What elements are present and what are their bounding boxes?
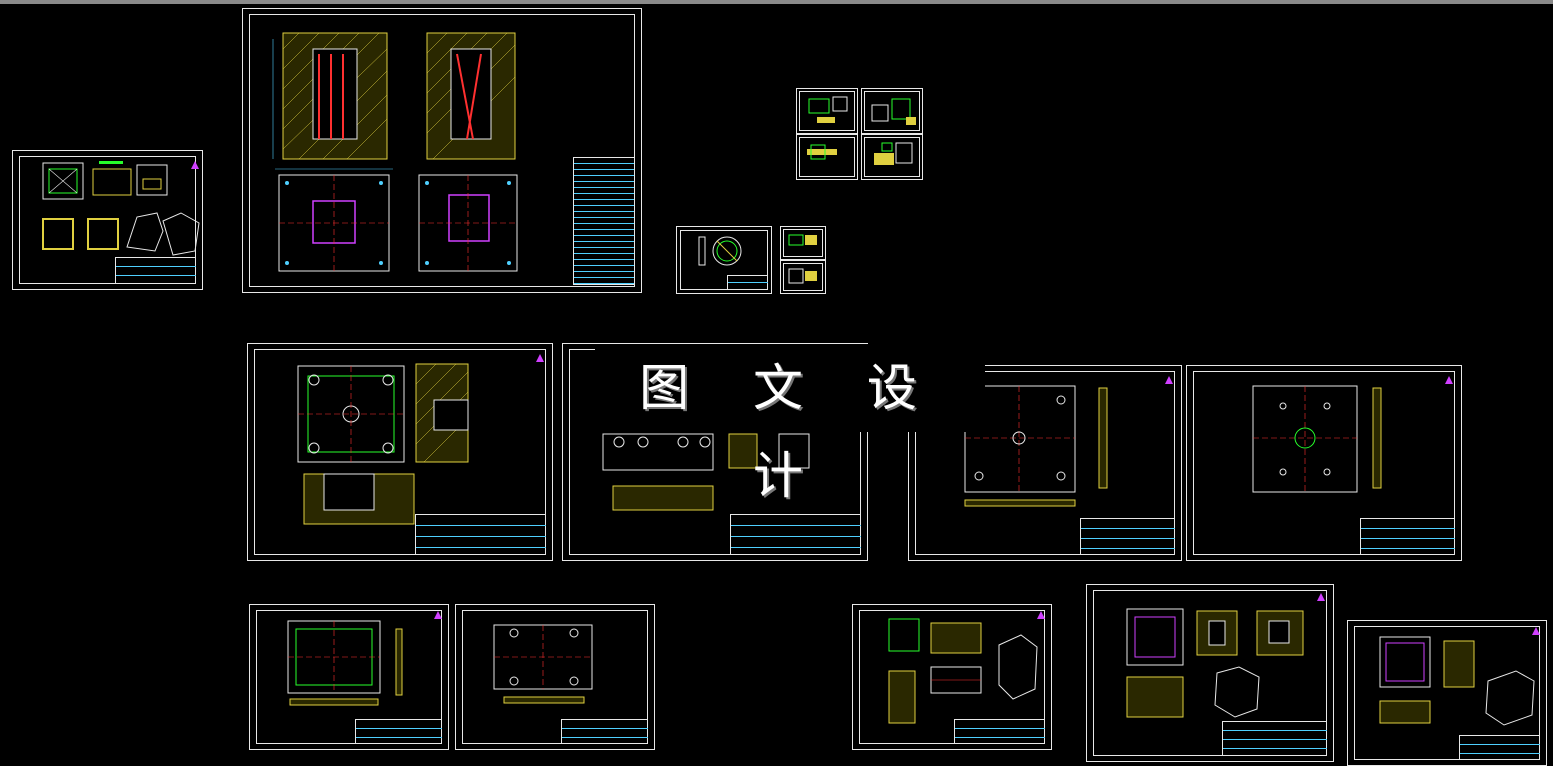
sheet-insert-drawing[interactable] [852, 604, 1052, 750]
title-block [1360, 518, 1455, 555]
logo-icon [1165, 376, 1174, 385]
sheet-product-drawing[interactable] [12, 150, 203, 290]
logo-icon [191, 161, 200, 170]
title-block [954, 719, 1045, 744]
logo-icon [1317, 593, 1326, 602]
sheet-ring-part-drawing[interactable] [676, 226, 772, 294]
cad-model-space[interactable]: 图 文 设 计 [0, 4, 1553, 766]
sheet-small-5[interactable] [780, 226, 826, 260]
product-views [42, 161, 200, 256]
logo-icon [1445, 376, 1454, 385]
title-block [1222, 721, 1327, 756]
sheet-plate-drawing-5[interactable] [249, 604, 449, 750]
title-block [355, 719, 442, 744]
sheet-small-2[interactable] [861, 88, 923, 134]
window-top-border [0, 0, 1553, 4]
title-block [415, 514, 546, 555]
title-block [1459, 735, 1540, 760]
sheet-small-6[interactable] [780, 260, 826, 294]
title-block [1080, 518, 1175, 555]
title-block [115, 257, 196, 284]
sheet-cavity-drawing[interactable] [1347, 620, 1547, 766]
sheet-small-1[interactable] [796, 88, 858, 134]
parts-list [573, 157, 635, 285]
sheet-small-4[interactable] [861, 134, 923, 180]
assembly-views [272, 32, 518, 272]
watermark: 图 文 设 计 [595, 344, 985, 505]
sheet-core-drawing[interactable] [1086, 584, 1334, 762]
logo-icon [434, 611, 443, 620]
logo-icon [536, 354, 545, 363]
sheet-plate-drawing-6[interactable] [455, 604, 655, 750]
title-block [730, 514, 861, 555]
sheet-plate-drawing-3[interactable] [908, 365, 1182, 561]
sheet-small-3[interactable] [796, 134, 858, 180]
title-block [561, 719, 648, 744]
logo-icon [1532, 627, 1541, 636]
sheet-plate-drawing-1[interactable] [247, 343, 553, 561]
logo-icon [1037, 611, 1046, 620]
sheet-plate-drawing-4[interactable] [1186, 365, 1462, 561]
sheet-assembly-drawing[interactable] [242, 8, 642, 293]
